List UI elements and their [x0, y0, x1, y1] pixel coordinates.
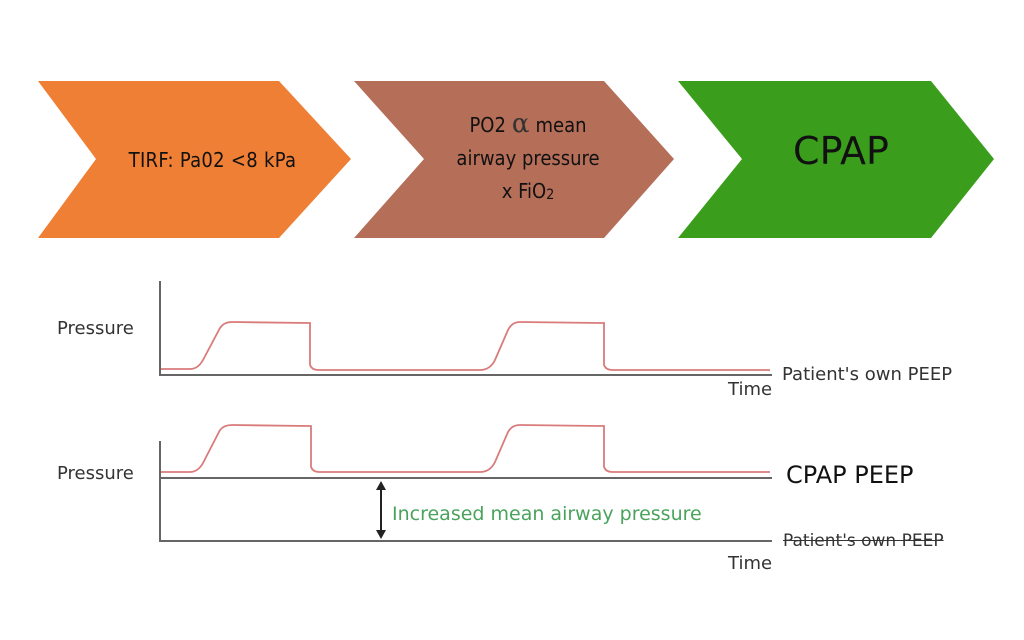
mean-term: mean: [535, 112, 587, 137]
fio2-subscript: 2: [546, 186, 555, 203]
increased-mean-airway-pressure-label: Increased mean airway pressure: [392, 503, 702, 525]
top-y-axis-label: Pressure: [57, 318, 134, 339]
panel-top: [159, 281, 772, 376]
bottom-x-axis-label: Time: [728, 553, 773, 574]
step-tirf: TIRF: Pa02 <8 kPa: [38, 78, 351, 241]
step-tirf-label: TIRF: Pa02 <8 kPa: [128, 147, 297, 172]
fio2-term: x FiO: [501, 178, 547, 203]
chevron-shape-green: [678, 81, 994, 238]
cpap-peep-label: CPAP PEEP: [786, 461, 914, 489]
top-x-axis-label: Time: [728, 379, 773, 400]
step-cpap: CPAP: [678, 78, 994, 241]
step-po2-line3: x FiO2: [502, 175, 554, 212]
proportional-symbol-icon: α: [511, 108, 530, 139]
bottom-pressure-waveform: [161, 424, 770, 473]
step-po2-line2: airway pressure: [456, 145, 600, 170]
step-cpap-label: CPAP: [793, 128, 889, 173]
top-patient-peep-label: Patient's own PEEP: [782, 364, 953, 385]
chevron-shape-brown: [354, 81, 674, 238]
arrow-head-up: [376, 481, 386, 490]
bottom-patient-peep-label-struck: Patient's own PEEP: [783, 531, 944, 551]
double-headed-arrow-icon: [376, 481, 386, 539]
panel-bottom: [159, 424, 772, 542]
arrow-head-down: [376, 530, 386, 539]
bottom-y-axis-label: Pressure: [57, 463, 134, 484]
top-pressure-waveform: [161, 321, 770, 371]
chevron-shape-orange: [38, 81, 351, 238]
po2-term: PO2: [469, 112, 506, 137]
